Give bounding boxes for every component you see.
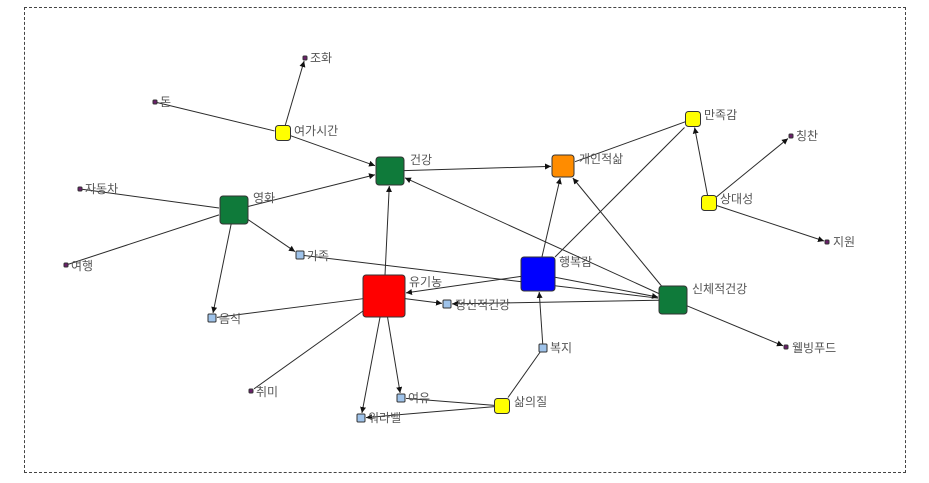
edge-sangdaeseong-jiwon: [716, 205, 825, 242]
edges-layer: [67, 60, 825, 421]
node-label-gajok: 가족: [307, 249, 329, 263]
edge-haengbokgam-manjokgam: [554, 127, 685, 258]
edge-yeonghwa-geongang: [247, 173, 376, 207]
node-yuginong: [362, 274, 406, 318]
node-label-haengbokgam: 행복감: [559, 254, 592, 269]
edge-sangdaeseong-chingchan: [716, 138, 789, 198]
node-jeongsinjeokgeongang: [442, 299, 452, 309]
edge-yeonghwa-eumsik: [211, 223, 232, 314]
node-jowa: [302, 55, 308, 61]
node-jadongcha: [77, 186, 83, 192]
edge-bokji-haengbokgam: [536, 291, 544, 345]
node-label-worklabel: 워라밸: [368, 411, 401, 425]
edge-yeogasigan-jowa: [284, 60, 306, 126]
edge-yeohaeng-yeonghwa: [67, 214, 220, 265]
edge-samuijil-yeoyu: [405, 397, 495, 406]
node-label-yuginong: 유기농: [409, 275, 442, 289]
edge-haengbokgam-gaeinjeoksam: [541, 177, 562, 258]
node-bokji: [538, 343, 548, 353]
node-yeogasigan: [275, 125, 291, 141]
node-label-chingchan: 칭찬: [796, 128, 818, 143]
node-don: [152, 99, 158, 105]
node-wellbeingfood: [783, 344, 789, 350]
node-label-wellbeingfood: 웰빙푸드: [792, 341, 836, 355]
node-geongang: [375, 156, 405, 186]
edge-yuginong-eumsik: [216, 298, 364, 318]
node-sinchejeokgeongang: [658, 285, 688, 315]
node-jiwon: [824, 239, 830, 245]
edge-jadongcha-yeonghwa: [81, 188, 220, 209]
node-label-jowa: 조화: [310, 51, 332, 65]
node-label-yeogasigan: 여가시간: [294, 124, 338, 138]
node-label-yeonghwa: 영화: [253, 191, 275, 205]
node-chwimi: [248, 388, 254, 394]
edge-yuginong-yeoyu: [387, 316, 403, 394]
node-yeoyu: [396, 393, 406, 403]
node-label-jadongcha: 자동차: [85, 182, 118, 196]
node-label-don: 돈: [160, 95, 171, 109]
edge-don-yeogasigan: [156, 101, 275, 132]
edge-yeonghwa-gajok: [247, 219, 296, 253]
edge-sinchejeokgeongang-gaeinjeoksam: [572, 177, 662, 287]
node-label-manjokgam: 만족감: [704, 108, 737, 122]
edge-sangdaeseong-manjokgam: [692, 127, 709, 196]
edge-haengbokgam-sinchejeokgeongang: [554, 276, 659, 299]
node-label-samuijil: 삶의질: [514, 395, 547, 409]
edge-yuginong-chwimi: [253, 310, 364, 390]
nodes-layer: [63, 55, 830, 423]
edge-sinchejeokgeongang-geongang: [404, 177, 660, 295]
node-gajok: [295, 250, 305, 260]
node-label-gaeinjeoksam: 개인적삶: [579, 152, 623, 166]
edge-yeogasigan-geongang: [290, 135, 376, 167]
node-yeohaeng: [63, 262, 69, 268]
node-samuijil: [494, 398, 510, 414]
node-label-chwimi: 취미: [256, 385, 278, 399]
edge-yuginong-geongang: [384, 185, 392, 276]
node-worklabel: [356, 413, 366, 423]
node-label-sangdaeseong: 상대성: [720, 192, 753, 206]
edge-yuginong-worklabel: [360, 316, 381, 414]
node-sangdaeseong: [701, 195, 717, 211]
node-yeonghwa: [219, 195, 249, 225]
edge-manjokgam-gaeinjeoksam: [574, 121, 686, 163]
node-gaeinjeoksam: [551, 154, 575, 178]
node-eumsik: [207, 313, 217, 323]
node-label-yeoyu: 여유: [408, 391, 430, 405]
node-label-sinchejeokgeongang: 신체적건강: [692, 282, 747, 296]
node-manjokgam: [685, 111, 701, 127]
node-label-jeongsinjeokgeongang: 정신적건강: [455, 298, 510, 312]
edge-gajok-sinchejeokgeongang: [303, 254, 659, 299]
node-label-jiwon: 지원: [833, 235, 855, 249]
edge-sinchejeokgeongang-jeongsinjeokgeongang: [451, 299, 660, 307]
edge-geongang-gaeinjeoksam: [403, 163, 552, 172]
node-label-bokji: 복지: [550, 341, 572, 355]
node-label-eumsik: 음식: [219, 312, 241, 326]
node-label-yeohaeng: 여행: [71, 258, 93, 273]
edge-yuginong-jeongsinjeokgeongang: [404, 298, 443, 306]
edge-samuijil-worklabel: [365, 406, 495, 421]
node-label-geongang: 건강: [410, 153, 432, 167]
diagram-frame: [24, 7, 906, 473]
node-chingchan: [788, 133, 794, 139]
node-haengbokgam: [520, 256, 556, 292]
edge-sinchejeokgeongang-wellbeingfood: [686, 305, 784, 347]
edge-bokji-samuijil: [507, 351, 541, 398]
